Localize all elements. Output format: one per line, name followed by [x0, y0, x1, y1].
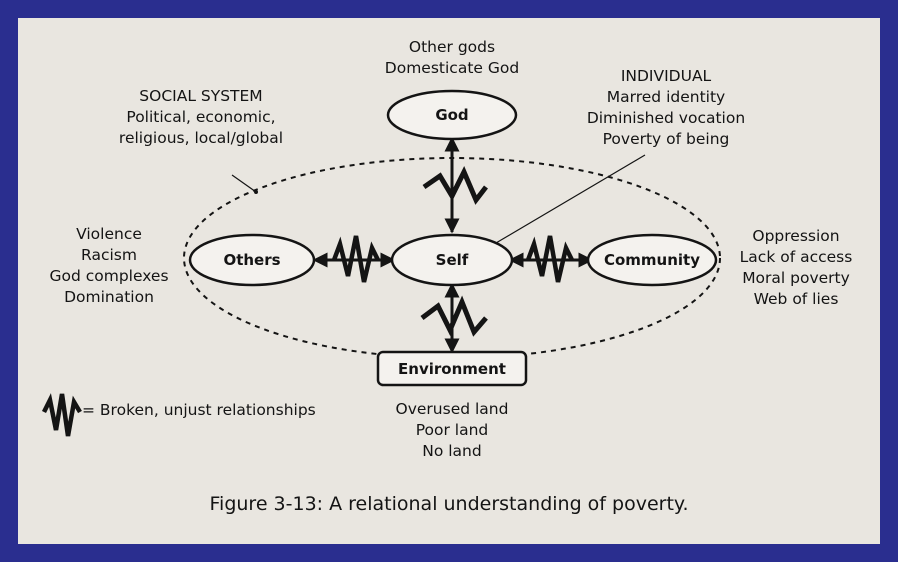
- social-system-label: SOCIAL SYSTEM Political, economic, relig…: [96, 86, 306, 149]
- god-side-label: Other gods Domesticate God: [372, 37, 532, 79]
- social-system-line-1: SOCIAL SYSTEM: [139, 87, 263, 105]
- god-side-line-1: Other gods: [408, 38, 496, 56]
- broken-relationship-community: [525, 235, 575, 283]
- broken-relationship-environment: [420, 295, 488, 337]
- individual-pointer: [495, 154, 646, 244]
- social-system-line-3: religious, local/global: [118, 129, 284, 147]
- others-side-line-3: God complexes: [49, 267, 169, 285]
- individual-line-4: Poverty of being: [602, 130, 730, 148]
- community-side-label: Oppression Lack of access Moral poverty …: [726, 226, 866, 310]
- individual-label: INDIVIDUAL Marred identity Diminished vo…: [560, 66, 772, 150]
- others-side-line-1: Violence: [76, 225, 142, 243]
- figure-caption: Figure 3-13: A relational understanding …: [209, 493, 689, 515]
- community-side-line-3: Moral poverty: [742, 269, 850, 287]
- environment-side-line-1: Overused land: [395, 400, 509, 418]
- community-side-line-1: Oppression: [752, 227, 840, 245]
- environment-side-label: Overused land Poor land No land: [372, 399, 532, 462]
- node-self: Self: [390, 233, 514, 287]
- node-god: God: [386, 89, 518, 141]
- individual-line-3: Diminished vocation: [586, 109, 746, 127]
- node-god-label: God: [435, 106, 468, 124]
- individual-line-2: Marred identity: [606, 88, 726, 106]
- node-environment-label: Environment: [398, 360, 506, 378]
- community-side-line-4: Web of lies: [753, 290, 839, 308]
- node-community-label: Community: [604, 251, 700, 269]
- individual-line-1: INDIVIDUAL: [620, 67, 712, 85]
- broken-relationship-god: [422, 166, 488, 205]
- node-environment: Environment: [376, 350, 528, 387]
- node-others-label: Others: [223, 251, 280, 269]
- others-side-label: Violence Racism God complexes Domination: [36, 224, 182, 308]
- environment-side-line-2: Poor land: [415, 421, 489, 439]
- node-self-label: Self: [436, 251, 469, 269]
- god-side-line-2: Domesticate God: [384, 59, 520, 77]
- social-system-line-2: Political, economic,: [126, 108, 276, 126]
- broken-relationship-others: [331, 235, 381, 283]
- social-system-pointer: [231, 174, 257, 193]
- social-system-pointer-dot: [254, 190, 258, 194]
- broken-relationship-legend-icon: [41, 393, 82, 437]
- community-side-line-2: Lack of access: [739, 248, 853, 266]
- others-side-line-2: Racism: [81, 246, 137, 264]
- others-side-line-4: Domination: [64, 288, 154, 306]
- legend-label: = Broken, unjust relationships: [82, 401, 316, 419]
- node-community: Community: [586, 233, 718, 287]
- environment-side-line-3: No land: [422, 442, 482, 460]
- node-others: Others: [188, 233, 316, 287]
